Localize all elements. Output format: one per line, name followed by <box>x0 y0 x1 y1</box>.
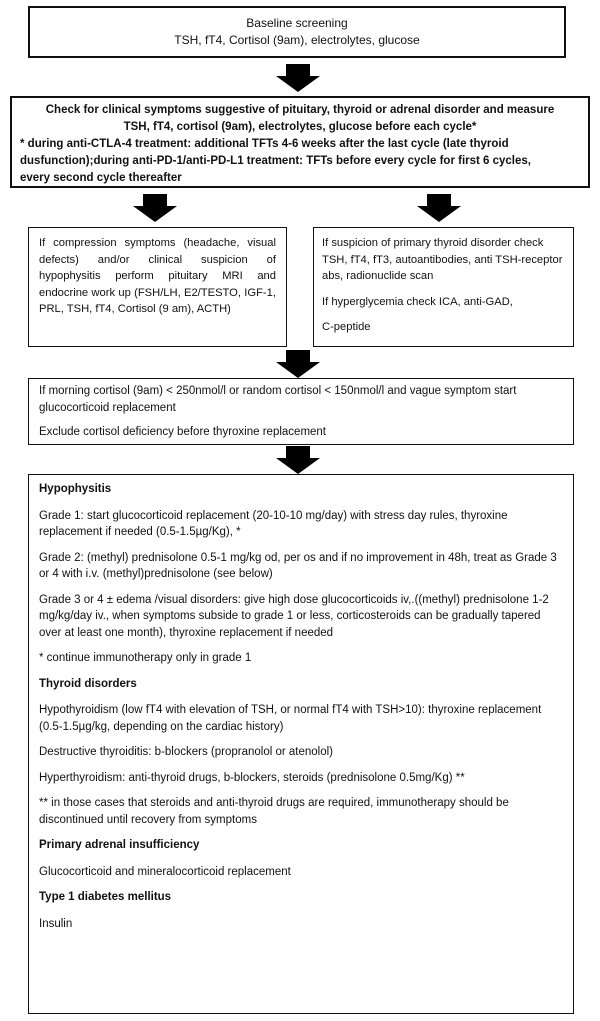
grade1-text: Grade 1: start glucocorticoid replacemen… <box>39 509 508 539</box>
hyperthyroidism-text: Hyperthyroidism: anti-thyroid drugs, b-b… <box>39 771 465 784</box>
thyroid-check-box: If suspicion of primary thyroid disorder… <box>313 227 574 347</box>
grade2-text: Grade 2: (methyl) prednisolone 0.5-1 mg/… <box>39 551 557 581</box>
thyroid-disorders-heading: Thyroid disorders <box>39 677 137 690</box>
baseline-screening-box: Baseline screening TSH, fT4, Cortisol (9… <box>28 6 566 58</box>
hypothyroidism-text: Hypothyroidism (low fT4 with elevation o… <box>39 704 542 733</box>
diabetes-heading: Type 1 diabetes mellitus <box>39 891 172 903</box>
cycle-check-line2: TSH, fT4, cortisol (9am), electrolytes, … <box>123 121 477 133</box>
cortisol-exclusion-text: Exclude cortisol deficiency before thyro… <box>39 426 327 438</box>
c-peptide-text: C-peptide <box>322 321 371 333</box>
treatment-box: Hypophysitis Grade 1: start glucocortico… <box>28 474 574 1014</box>
cortisol-box: If morning cortisol (9am) < 250nmol/l or… <box>28 378 574 445</box>
grade34-text: Grade 3 or 4 ± edema /visual disorders: … <box>39 593 549 639</box>
down-arrow-icon <box>417 194 461 222</box>
cortisol-rule-text: If morning cortisol (9am) < 250nmol/l or… <box>39 385 517 414</box>
baseline-tests: TSH, fT4, Cortisol (9am), electrolytes, … <box>174 33 420 47</box>
adrenal-text: Glucocorticoid and mineralocorticoid rep… <box>39 865 291 878</box>
steroid-note: ** in those cases that steroids and anti… <box>39 797 509 826</box>
pituitary-workup-box: If compression symptoms (headache, visua… <box>28 227 287 347</box>
thyroid-check-text: If suspicion of primary thyroid disorder… <box>322 237 563 282</box>
cycle-check-line4: dusfunction);during anti-PD-1/anti-PD-L1… <box>20 155 531 167</box>
cycle-check-line1: Check for clinical symptoms suggestive o… <box>45 104 555 116</box>
hypophysitis-heading: Hypophysitis <box>39 483 112 495</box>
down-arrow-icon <box>276 64 320 92</box>
down-arrow-icon <box>133 194 177 222</box>
pituitary-workup-text: If compression symptoms (headache, visua… <box>39 237 276 315</box>
cycle-check-box: Check for clinical symptoms suggestive o… <box>10 96 590 188</box>
cycle-check-line5: every second cycle thereafter <box>20 172 182 184</box>
down-arrow-icon <box>276 350 320 378</box>
adrenal-heading: Primary adrenal insufficiency <box>39 839 200 851</box>
down-arrow-icon <box>276 446 320 474</box>
hyperglycemia-check-text: If hyperglycemia check ICA, anti-GAD, <box>322 295 513 308</box>
destructive-thyroiditis-text: Destructive thyroiditis: b-blockers (pro… <box>39 746 334 758</box>
continue-note: * continue immunotherapy only in grade 1 <box>39 652 252 664</box>
cycle-check-line3: * during anti-CTLA-4 treatment: addition… <box>20 138 509 150</box>
baseline-title: Baseline screening <box>246 16 348 30</box>
diabetes-text: Insulin <box>39 917 73 930</box>
